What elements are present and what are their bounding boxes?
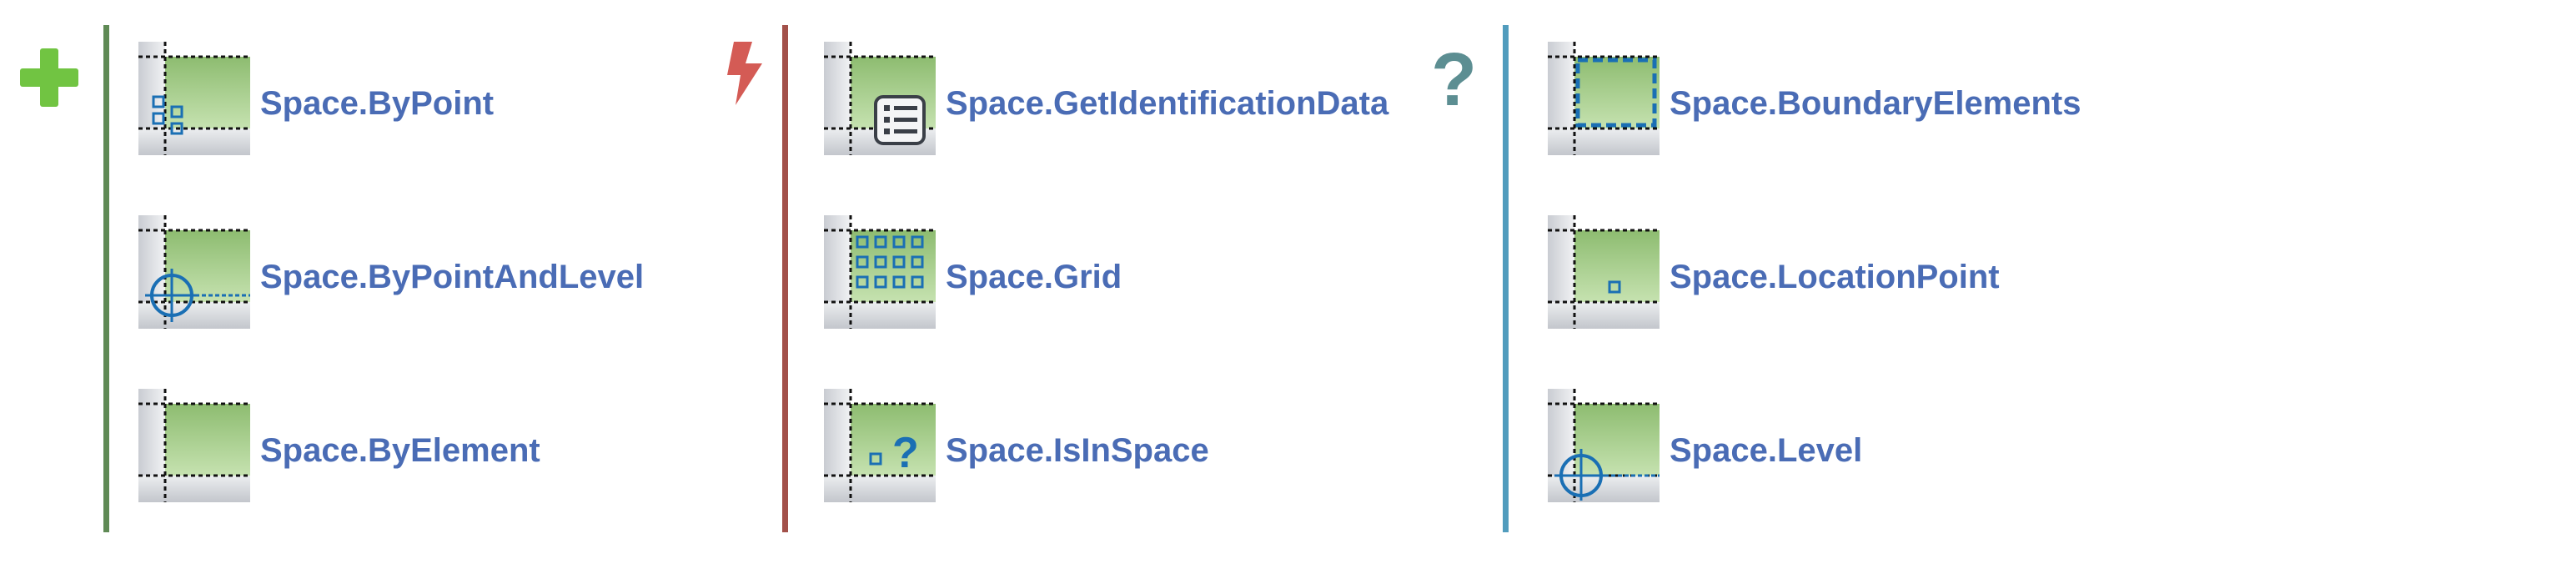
space-by-point-icon: [138, 42, 250, 155]
svg-text:?: ?: [892, 429, 919, 477]
query-category-divider: [1503, 25, 1509, 532]
svg-text:?: ?: [1431, 40, 1477, 112]
node-label: Space.IsInSpace: [946, 432, 1209, 469]
node-label: Space.ByElement: [260, 432, 540, 469]
plus-icon: [18, 47, 80, 108]
space-by-point-and-level-icon: [138, 215, 250, 329]
space-get-identification-data-icon: [824, 42, 936, 155]
node-space-grid[interactable]: Space.Grid: [824, 215, 1574, 332]
space-level-icon: [1548, 389, 1660, 502]
node-space-level[interactable]: Space.Level: [1548, 389, 2298, 506]
lightning-icon: [721, 40, 767, 107]
node-label: Space.ByPoint: [260, 85, 495, 122]
node-space-get-identification-data[interactable]: Space.GetIdentificationData: [824, 42, 1574, 159]
question-mark-icon: ?: [1429, 38, 1479, 122]
space-boundary-elements-icon: [1548, 42, 1660, 155]
node-label: Space.GetIdentificationData: [946, 85, 1389, 122]
space-is-in-space-icon: ?: [824, 389, 936, 502]
space-by-element-icon: [138, 389, 250, 502]
node-space-by-point[interactable]: Space.ByPoint: [138, 42, 889, 159]
node-label: Space.BoundaryElements: [1670, 85, 2081, 122]
node-label: Space.Grid: [946, 259, 1122, 295]
node-space-is-in-space[interactable]: ? Space.IsInSpace: [824, 389, 1574, 506]
node-label: Space.ByPointAndLevel: [260, 259, 645, 295]
space-grid-icon: [824, 215, 936, 329]
create-category-divider: [103, 25, 109, 532]
node-space-by-element[interactable]: Space.ByElement: [138, 389, 889, 506]
node-space-location-point[interactable]: Space.LocationPoint: [1548, 215, 2298, 332]
node-space-by-point-and-level[interactable]: Space.ByPointAndLevel: [138, 215, 889, 332]
node-space-boundary-elements[interactable]: Space.BoundaryElements: [1548, 42, 2298, 159]
action-category-divider: [782, 25, 788, 532]
node-label: Space.Level: [1670, 432, 1863, 469]
node-label: Space.LocationPoint: [1670, 259, 2000, 295]
space-location-point-icon: [1548, 215, 1660, 329]
